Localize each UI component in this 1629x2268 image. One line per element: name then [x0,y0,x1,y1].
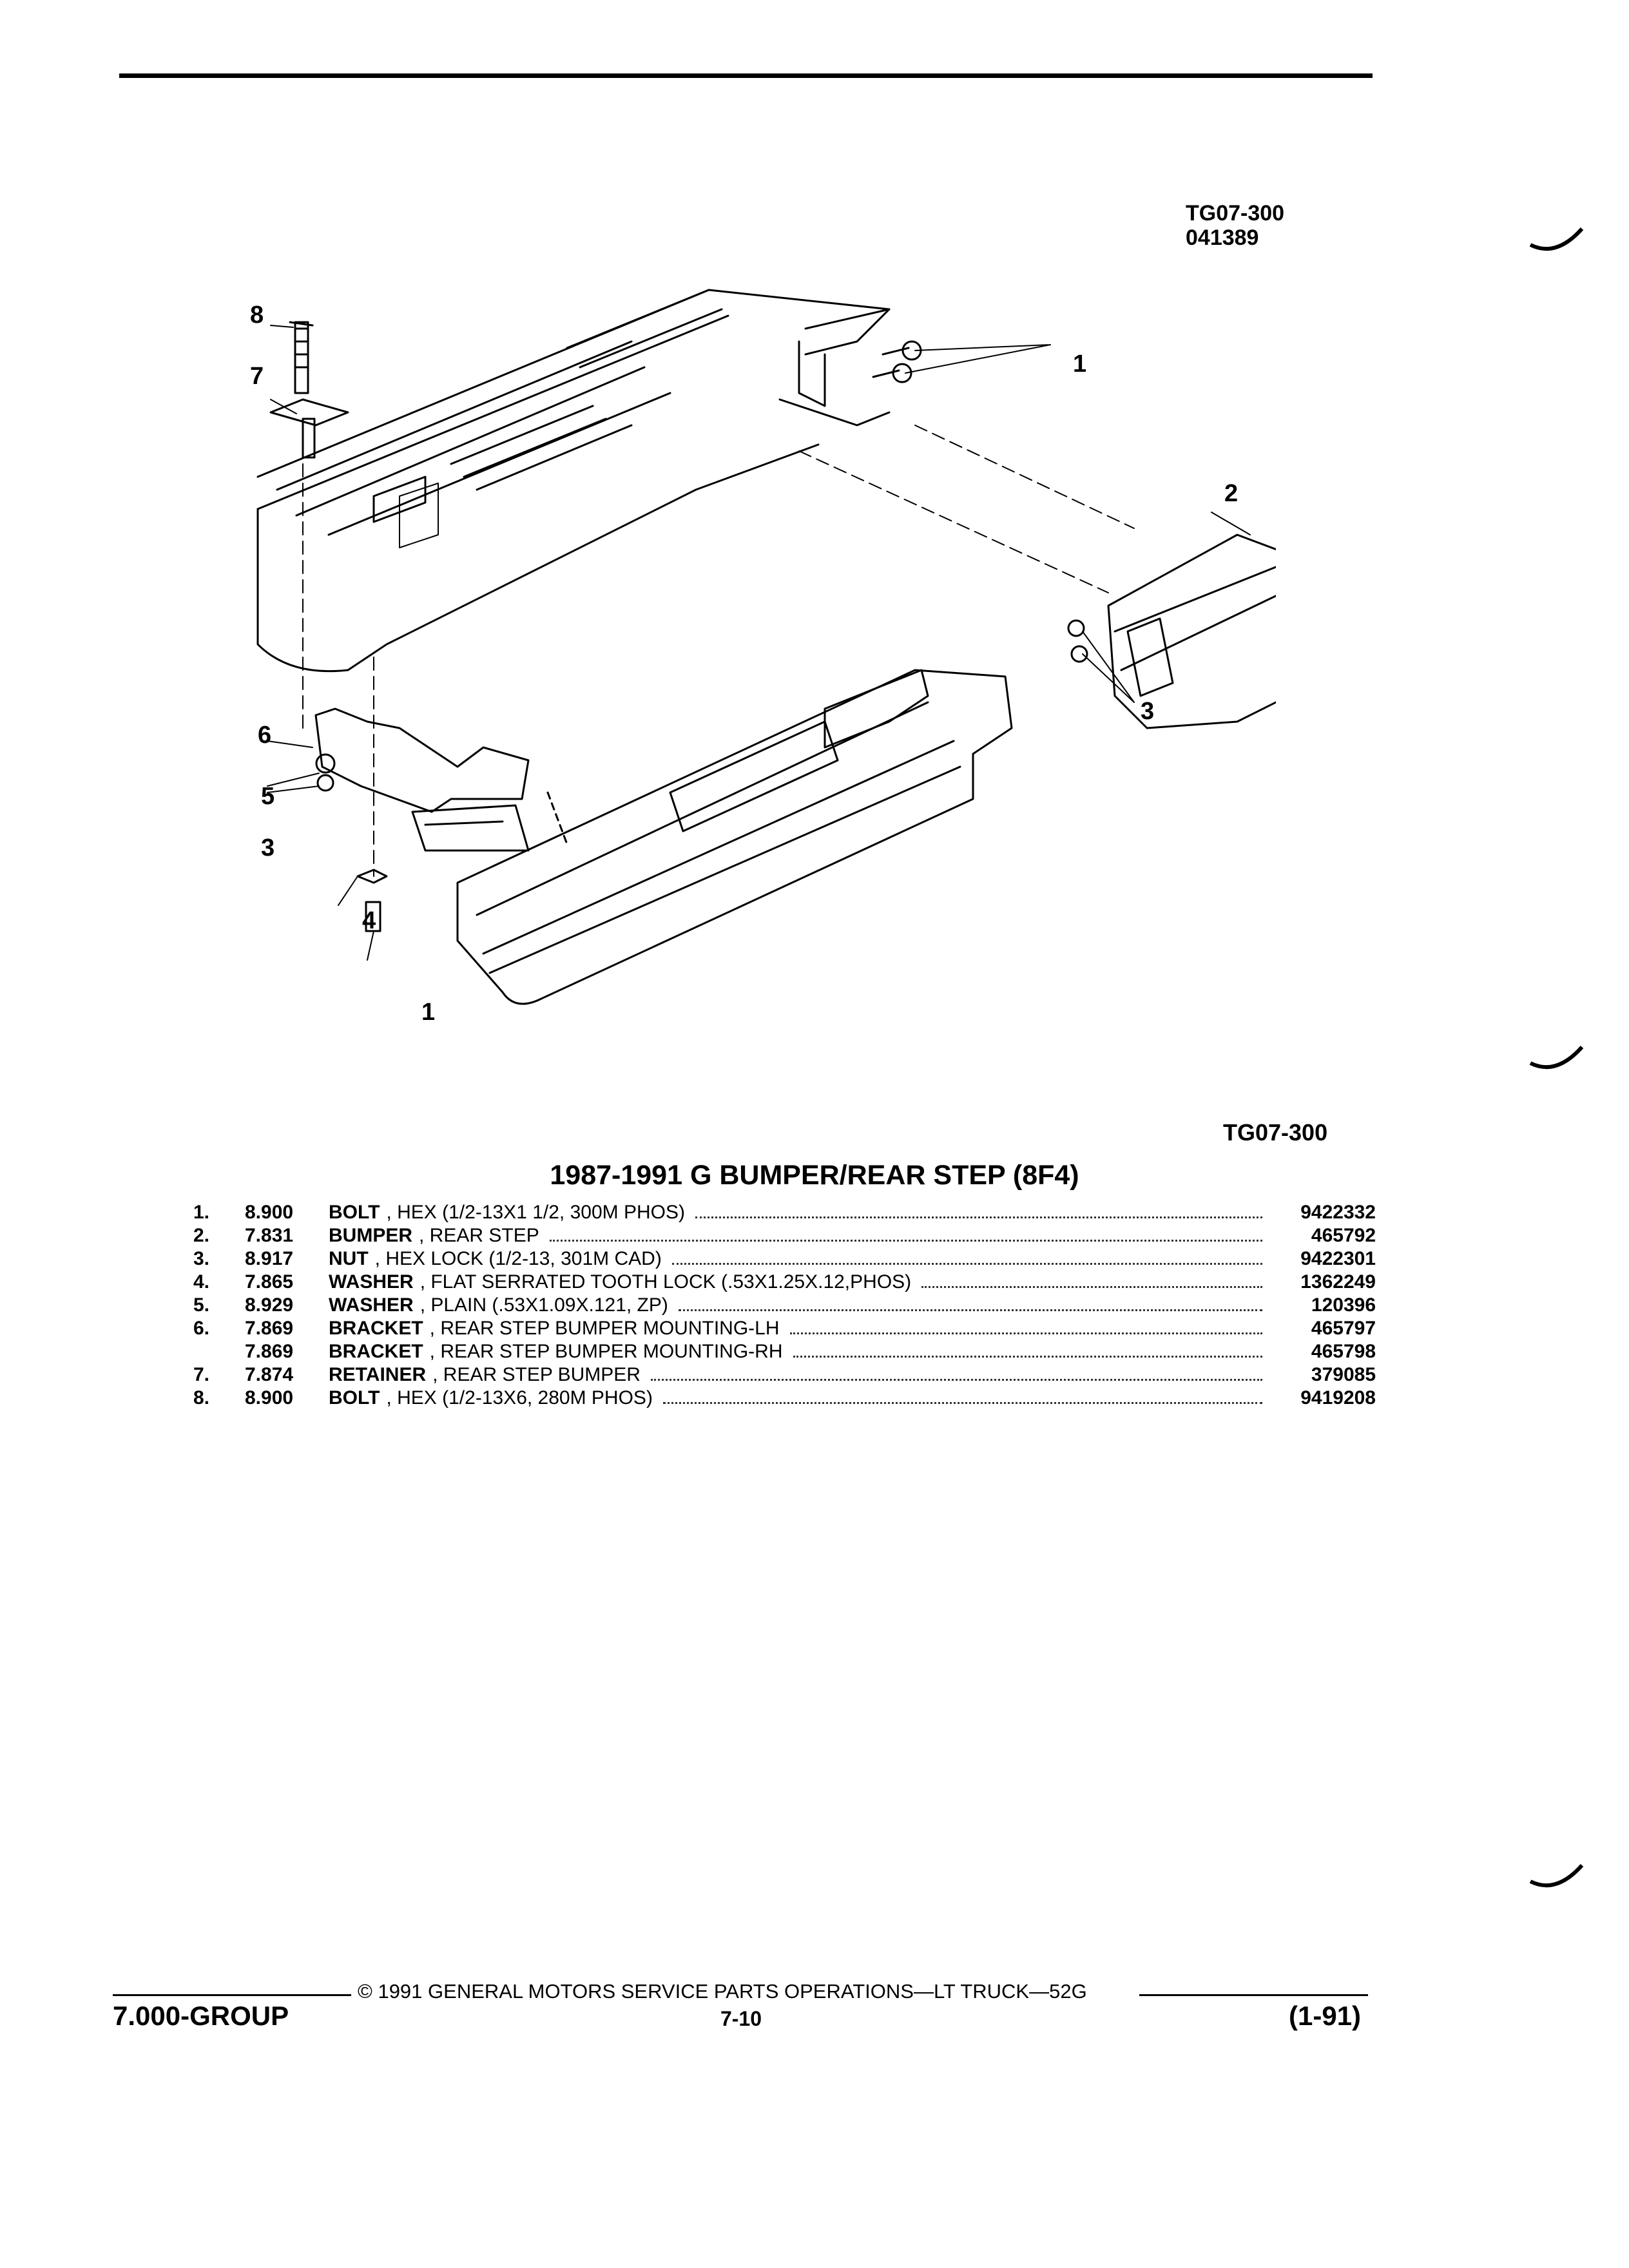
part-name: BRACKET [329,1318,423,1339]
footer-copyright: © 1991 GENERAL MOTORS SERVICE PARTS OPER… [358,1980,1087,2003]
rear-step-bumper [456,533,1276,1005]
callout-4: 4 [362,907,376,934]
part-name: WASHER [329,1271,414,1293]
group-code: 7.869 [245,1318,294,1339]
callout-3-right: 3 [1141,698,1155,725]
callout-1-top: 1 [1073,351,1087,378]
item-number: 5. [193,1294,210,1316]
part-description: , REAR STEP BUMPER MOUNTING-LH [429,1318,780,1339]
part-number: 465797 [1311,1318,1376,1339]
part-name: BRACKET [329,1341,423,1362]
group-code: 8.900 [245,1387,294,1408]
dot-leader [650,1379,1262,1381]
fasteners [269,321,1088,932]
parts-row: 1. 8.900 BOLT , HEX (1/2-13X1 1/2, 300M … [193,1202,1376,1225]
dot-leader [662,1402,1262,1404]
part-name: WASHER [329,1294,414,1316]
leader-lines [267,325,1251,961]
part-name: RETAINER [329,1364,427,1385]
part-description: , PLAIN (.53X1.09X.121, ZP) [419,1294,668,1316]
callout-2: 2 [1224,480,1239,507]
part-number: 465798 [1311,1341,1376,1362]
rear-step-bracket [314,707,568,852]
part-name: BUMPER [329,1225,413,1246]
callout-3-left: 3 [261,834,275,861]
part-number: 1362249 [1300,1271,1376,1293]
footer-revision: (1-91) [1289,2001,1362,2031]
part-number: 379085 [1311,1364,1376,1385]
parts-row: 7.869 BRACKET , REAR STEP BUMPER MOUNTIN… [193,1341,1376,1364]
item-number: 6. [193,1318,210,1339]
footer-page-number: 7-10 [720,2007,762,2030]
parts-row: 8. 8.900 BOLT , HEX (1/2-13X6, 280M PHOS… [193,1387,1376,1410]
part-name: BOLT [329,1387,380,1408]
part-number: 9422301 [1300,1248,1376,1269]
part-description: , REAR STEP BUMPER MOUNTING-RH [429,1341,783,1362]
part-description: , REAR STEP [419,1225,539,1246]
vehicle-floor [256,289,891,673]
parts-row: 2. 7.831 BUMPER , REAR STEP 465792 [193,1225,1376,1248]
reference-code: TG07-300 [1186,201,1285,226]
parts-list: 1. 8.900 BOLT , HEX (1/2-13X1 1/2, 300M … [193,1202,1376,1410]
part-description: , FLAT SERRATED TOOTH LOCK (.53X1.25X.12… [419,1271,912,1293]
part-description: , HEX (1/2-13X6, 280M PHOS) [386,1387,653,1408]
group-code: 8.929 [245,1294,294,1316]
part-number: 9419208 [1300,1387,1376,1408]
dot-leader [678,1309,1262,1311]
footer-rule-left [113,1994,351,1996]
callout-5: 5 [261,783,275,810]
part-description: , HEX LOCK (1/2-13, 301M CAD) [374,1248,662,1269]
parts-row: 5. 8.929 WASHER , PLAIN (.53X1.09X.121, … [193,1294,1376,1318]
figure-label: TG07-300 [1223,1119,1328,1146]
group-code: 7.874 [245,1364,294,1385]
section-title: 1987-1991 G BUMPER/REAR STEP (8F4) [550,1160,1079,1191]
footer-rule-right [1139,1994,1368,1996]
group-code: 8.900 [245,1202,294,1223]
dot-leader [671,1263,1262,1265]
binder-mark-icon [1529,1046,1584,1070]
part-number: 465792 [1311,1225,1376,1246]
footer-group: 7.000-GROUP [113,2001,289,2031]
parts-row: 3. 8.917 NUT , HEX LOCK (1/2-13, 301M CA… [193,1248,1376,1271]
callout-7: 7 [250,363,264,390]
item-number: 7. [193,1364,210,1385]
part-name: NUT [329,1248,369,1269]
callout-8: 8 [250,302,264,329]
callout-6: 6 [258,722,272,749]
dot-leader [695,1216,1262,1218]
item-number: 8. [193,1387,210,1408]
part-description: , REAR STEP BUMPER [432,1364,641,1385]
group-code: 8.917 [245,1248,294,1269]
dot-leader [549,1240,1262,1242]
parts-row: 6. 7.869 BRACKET , REAR STEP BUMPER MOUN… [193,1318,1376,1341]
alignment-lines [302,425,1135,877]
reference-date: 041389 [1186,226,1259,250]
part-number: 120396 [1311,1294,1376,1316]
binder-mark-icon [1529,1864,1584,1888]
part-number: 9422332 [1300,1202,1376,1223]
group-code: 7.831 [245,1225,294,1246]
part-name: BOLT [329,1202,380,1223]
dot-leader [921,1286,1262,1288]
item-number: 2. [193,1225,210,1246]
dot-leader [793,1356,1262,1358]
group-code: 7.869 [245,1341,294,1362]
reference-code-block: TG07-300 041389 [1186,201,1284,250]
item-number: 3. [193,1248,210,1269]
bumper-exploded-diagram [256,289,1276,1005]
dot-leader [789,1332,1262,1334]
item-number: 1. [193,1202,210,1223]
item-number: 4. [193,1271,210,1293]
group-code: 7.865 [245,1271,294,1293]
parts-row: 7. 7.874 RETAINER , REAR STEP BUMPER 379… [193,1364,1376,1387]
parts-row: 4. 7.865 WASHER , FLAT SERRATED TOOTH LO… [193,1271,1376,1294]
binder-mark-icon [1529,227,1584,251]
callout-1-bottom: 1 [421,999,436,1026]
part-description: , HEX (1/2-13X1 1/2, 300M PHOS) [386,1202,685,1223]
top-rule [119,73,1373,78]
